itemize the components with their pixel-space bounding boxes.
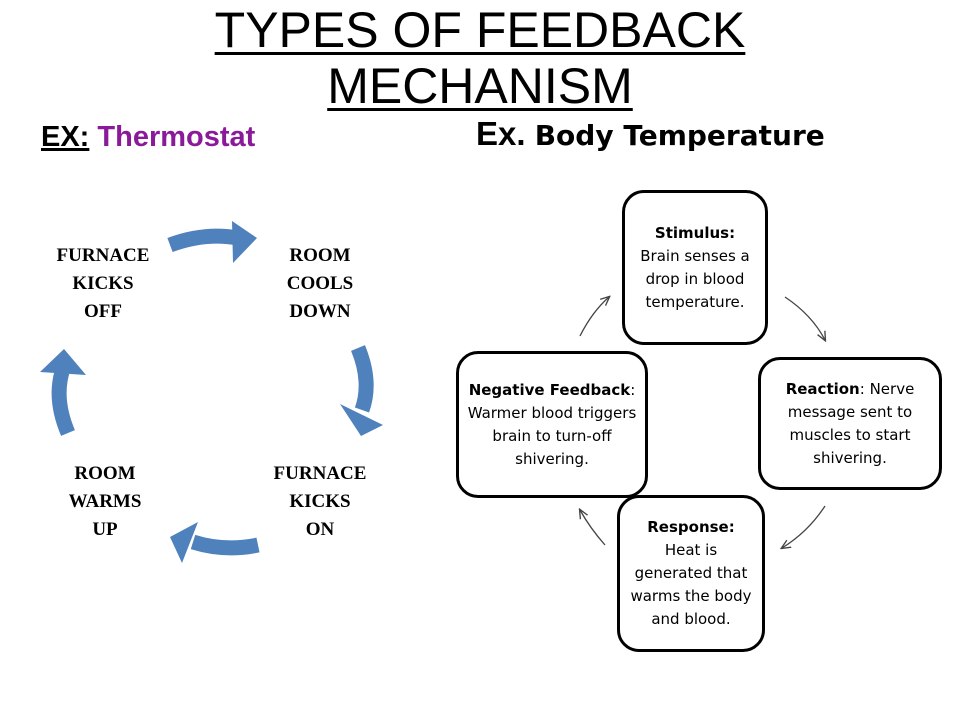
- cycle-arrow-top: [167, 221, 257, 263]
- thermostat-label: Thermostat: [97, 121, 256, 153]
- stimulus-heading: Stimulus:: [654, 223, 736, 242]
- example-prefix: Ex.: [476, 115, 526, 152]
- stimulus-box: Stimulus: Brain senses a drop in blood t…: [622, 190, 768, 345]
- body-temperature-label: Body Temperature: [534, 119, 825, 152]
- thermostat-example-heading: EX: Thermostat: [41, 121, 255, 154]
- arrow-response-to-negative: [580, 510, 606, 546]
- step-furnace-kicks-on: FURNACE KICKS ON: [273, 463, 367, 540]
- arrow-negative-to-stimulus: [579, 297, 609, 337]
- response-box: Response: Heat is generated that warms t…: [617, 495, 765, 652]
- cycle-arrow-left: [40, 349, 86, 436]
- arrow-reaction-to-response: [782, 505, 826, 548]
- step-furnace-kicks-off: FURNACE KICKS OFF: [56, 245, 150, 322]
- reaction-heading: Reaction: [785, 379, 860, 398]
- negative-feedback-text: : Warmer blood triggers brain to turn-of…: [467, 380, 637, 468]
- response-text: Heat is generated that warms the body an…: [630, 541, 752, 628]
- reaction-text: : Nerve message sent to muscles to start…: [787, 379, 915, 467]
- step-room-cools-down: ROOM COOLS DOWN: [286, 245, 354, 322]
- negative-feedback-box: Negative Feedback: Warmer blood triggers…: [456, 351, 648, 498]
- example-prefix: EX:: [41, 121, 90, 153]
- stimulus-text: Brain senses a drop in blood temperature…: [640, 246, 750, 311]
- page-title: TYPES OF FEEDBACK MECHANISM: [214, 2, 746, 114]
- response-heading: Response:: [647, 518, 735, 536]
- arrow-stimulus-to-reaction: [784, 296, 825, 340]
- cycle-arrow-right: [340, 345, 383, 436]
- step-room-warms-up: ROOM WARMS UP: [68, 463, 142, 540]
- reaction-box: Reaction: Nerve message sent to muscles …: [758, 357, 942, 490]
- body-temperature-example-heading: Ex. Body Temperature: [476, 115, 825, 153]
- cycle-arrow-bottom: [170, 522, 260, 563]
- negative-feedback-heading: Negative Feedback: [468, 380, 631, 399]
